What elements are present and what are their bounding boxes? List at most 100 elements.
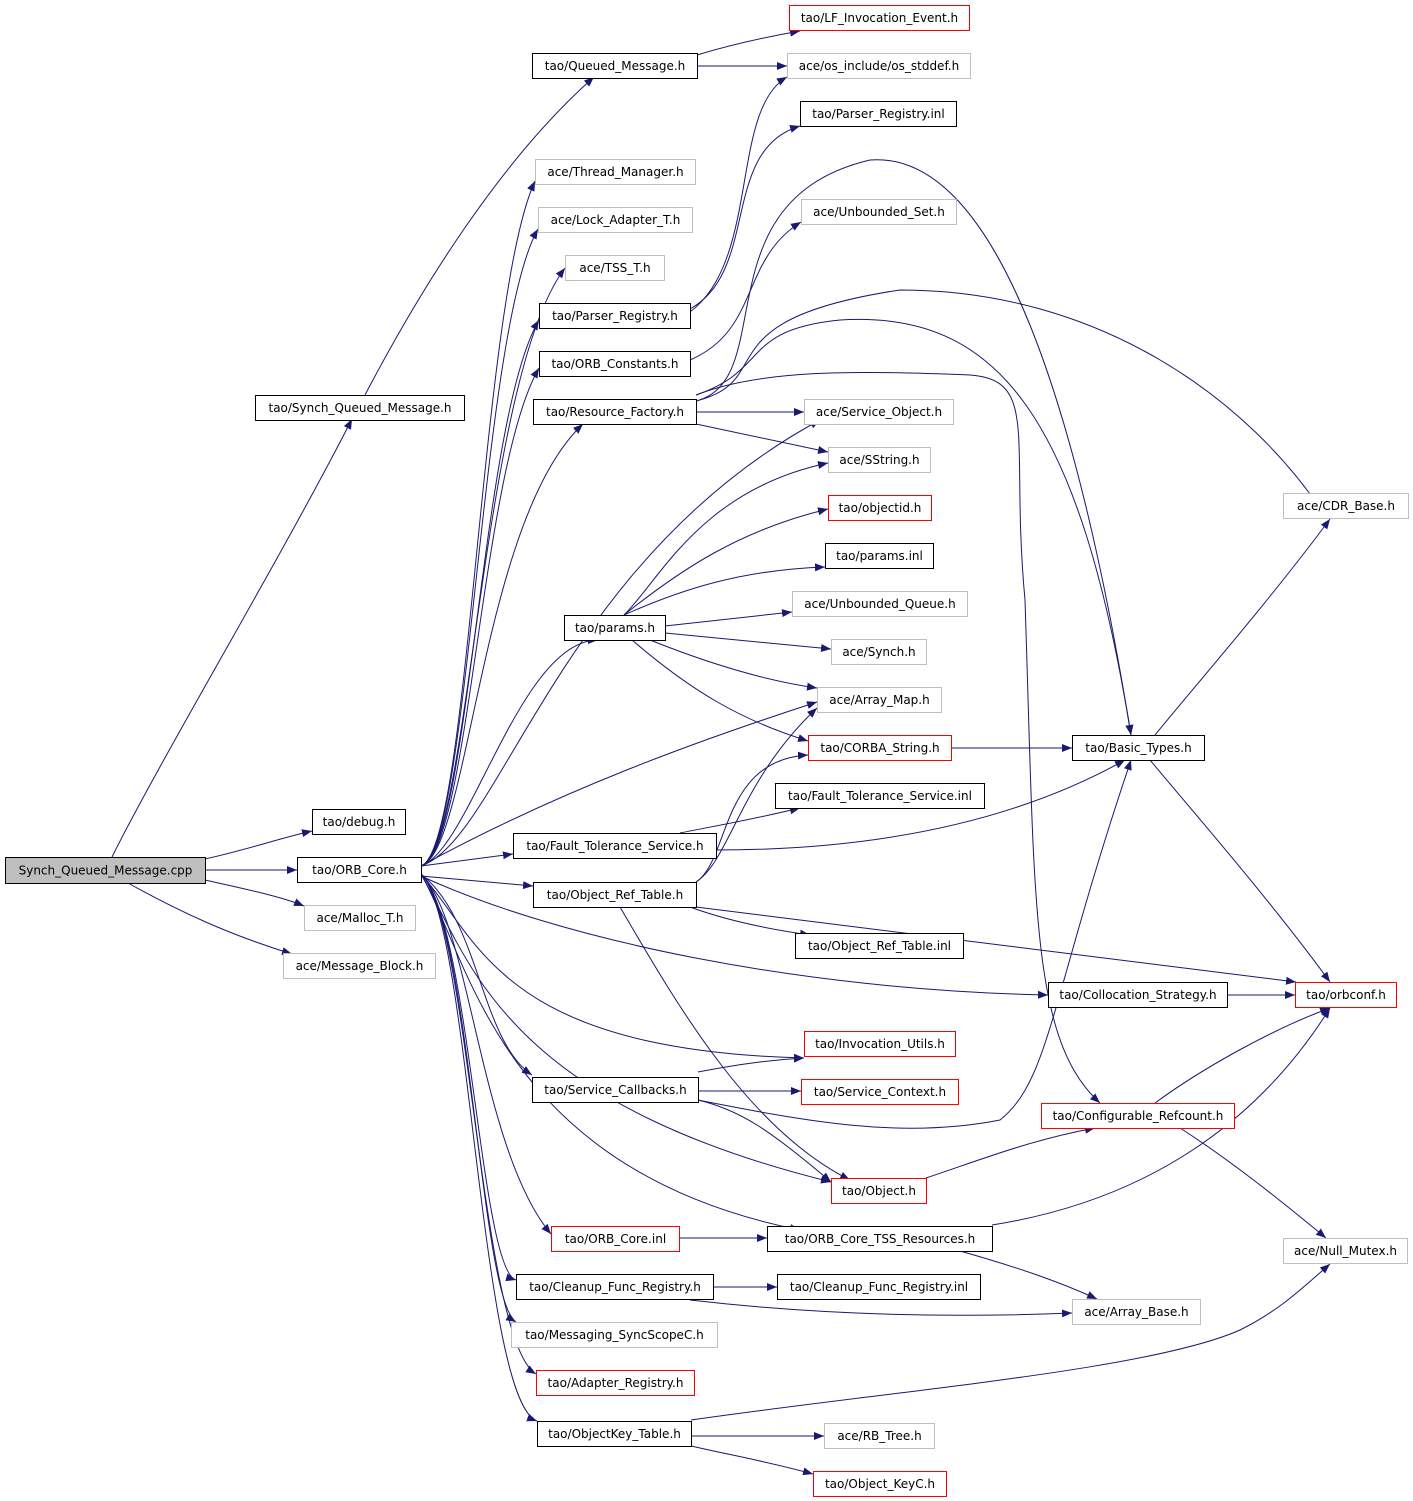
node-label: tao/Resource_Factory.h — [546, 405, 684, 419]
node-box — [792, 591, 968, 617]
node-box — [801, 199, 957, 225]
node-label: ace/Array_Map.h — [829, 693, 929, 707]
node-label: tao/Fault_Tolerance_Service.h — [526, 839, 703, 853]
node-orb-core[interactable]: tao/ORB_Core.h — [297, 857, 422, 883]
node-object-keyc[interactable]: tao/Object_KeyC.h — [813, 1471, 947, 1497]
nodes-layer: Synch_Queued_Message.cpp tao/Synch_Queued… — [5, 5, 1409, 1497]
node-box — [536, 1370, 695, 1396]
node-svc-callbacks[interactable]: tao/Service_Callbacks.h — [532, 1077, 699, 1103]
node-inv-utils[interactable]: tao/Invocation_Utils.h — [804, 1031, 956, 1057]
node-orbconf[interactable]: tao/orbconf.h — [1295, 982, 1397, 1008]
node-label: tao/Synch_Queued_Message.h — [268, 401, 451, 415]
node-res-factory[interactable]: tao/Resource_Factory.h — [533, 399, 697, 425]
node-tss-t: ace/TSS_T.h — [565, 255, 665, 281]
node-label: ace/os_include/os_stddef.h — [799, 59, 959, 73]
node-rb-tree: ace/RB_Tree.h — [824, 1423, 935, 1449]
node-conf-refcount[interactable]: tao/Configurable_Refcount.h — [1041, 1103, 1235, 1129]
dependency-edge-26 — [420, 873, 538, 1422]
dependency-edge-34 — [695, 289, 1327, 518]
node-obj-ref-inl[interactable]: tao/Object_Ref_Table.inl — [795, 933, 964, 959]
node-label: tao/ORB_Core.inl — [565, 1232, 666, 1246]
dependency-edge-19 — [420, 875, 534, 890]
node-label: tao/Collocation_Strategy.h — [1059, 988, 1216, 1002]
node-cleanup-inl[interactable]: tao/Cleanup_Func_Registry.inl — [777, 1274, 981, 1300]
node-box — [1048, 982, 1228, 1008]
node-label: tao/Messaging_SyncScopeC.h — [525, 1328, 704, 1342]
node-label: tao/Configurable_Refcount.h — [1053, 1109, 1224, 1123]
dependency-edge-45 — [631, 639, 809, 742]
dependency-edge-63 — [925, 1125, 1096, 1179]
dependency-edge-38 — [695, 318, 1134, 736]
node-params-inl[interactable]: tao/params.inl — [825, 543, 934, 569]
node-ft-service[interactable]: tao/Fault_Tolerance_Service.h — [513, 833, 717, 859]
dependency-edge-20 — [420, 875, 1049, 999]
node-adapter-reg[interactable]: tao/Adapter_Registry.h — [536, 1370, 695, 1396]
node-object-h[interactable]: tao/Object.h — [831, 1178, 927, 1204]
node-box — [538, 207, 693, 233]
node-label: tao/Service_Context.h — [814, 1085, 946, 1099]
node-basic-types[interactable]: tao/Basic_Types.h — [1072, 735, 1205, 761]
node-box — [551, 1226, 680, 1252]
node-svc-context[interactable]: tao/Service_Context.h — [801, 1079, 959, 1105]
node-box — [283, 953, 436, 979]
node-label: tao/orbconf.h — [1306, 988, 1386, 1002]
dependency-edge-42 — [664, 609, 793, 627]
node-svc-object: ace/Service_Object.h — [804, 399, 954, 425]
node-box — [539, 351, 691, 377]
node-unbounded-set: ace/Unbounded_Set.h — [801, 199, 957, 225]
node-label: tao/Cleanup_Func_Registry.inl — [790, 1280, 968, 1294]
node-box — [312, 809, 406, 835]
node-label: tao/Parser_Registry.h — [552, 309, 678, 323]
node-box — [1072, 735, 1205, 761]
node-box — [828, 447, 931, 473]
node-cleanup-reg[interactable]: tao/Cleanup_Func_Registry.h — [516, 1274, 714, 1300]
node-colloc[interactable]: tao/Collocation_Strategy.h — [1048, 982, 1228, 1008]
node-box — [532, 1077, 699, 1103]
dependency-edge-49 — [679, 806, 801, 834]
node-orb-const[interactable]: tao/ORB_Constants.h — [539, 351, 691, 377]
node-box — [255, 395, 465, 421]
dependency-edge-68 — [689, 1299, 1073, 1318]
dependency-edge-39 — [623, 461, 829, 616]
node-tss-res[interactable]: tao/ORB_Core_TSS_Resources.h — [767, 1226, 993, 1252]
edges-layer — [111, 28, 1331, 1476]
dependency-edge-9 — [420, 180, 536, 867]
node-label: ace/CDR_Base.h — [1297, 499, 1395, 513]
node-parser-inl[interactable]: tao/Parser_Registry.inl — [800, 101, 957, 127]
node-box — [1283, 493, 1409, 519]
dependency-edge-7 — [204, 879, 305, 907]
node-parser-reg[interactable]: tao/Parser_Registry.h — [539, 303, 691, 329]
node-objkey-table[interactable]: tao/ObjectKey_Table.h — [537, 1421, 692, 1447]
node-corba-string[interactable]: tao/CORBA_String.h — [808, 735, 952, 761]
node-label: ace/RB_Tree.h — [837, 1429, 921, 1443]
node-label: tao/Cleanup_Func_Registry.h — [529, 1280, 701, 1294]
node-box — [537, 1421, 692, 1447]
node-box — [828, 495, 932, 521]
node-params-h[interactable]: tao/params.h — [564, 615, 666, 641]
node-box — [297, 857, 422, 883]
node-lf-inv[interactable]: tao/LF_Invocation_Event.h — [789, 5, 970, 31]
node-label: ace/Lock_Adapter_T.h — [551, 213, 681, 227]
dependency-edge-69 — [690, 1263, 1331, 1421]
node-unbounded-q: ace/Unbounded_Queue.h — [792, 591, 968, 617]
node-queued-msg[interactable]: tao/Queued_Message.h — [532, 53, 698, 79]
node-synch-qm-h[interactable]: tao/Synch_Queued_Message.h — [255, 395, 465, 421]
node-orb-core-inl[interactable]: tao/ORB_Core.inl — [551, 1226, 680, 1252]
dependency-edge-41 — [623, 563, 826, 616]
dependency-edge-31 — [689, 76, 788, 313]
node-obj-ref-table[interactable]: tao/Object_Ref_Table.h — [533, 882, 697, 908]
node-box — [1283, 1238, 1408, 1264]
node-malloc-t: ace/Malloc_T.h — [304, 905, 416, 931]
node-objectid[interactable]: tao/objectid.h — [828, 495, 932, 521]
node-ft-service-inl[interactable]: tao/Fault_Tolerance_Service.inl — [775, 783, 985, 809]
dependency-edge-27 — [420, 873, 805, 1062]
node-box — [775, 783, 985, 809]
node-synch-h: ace/Synch.h — [831, 639, 927, 665]
node-label: tao/LF_Invocation_Event.h — [801, 11, 958, 25]
node-box — [516, 1274, 714, 1300]
node-root[interactable]: Synch_Queued_Message.cpp — [5, 857, 206, 884]
dependency-edge-2 — [364, 76, 595, 396]
dependency-edge-12 — [420, 319, 540, 867]
node-debug-h[interactable]: tao/debug.h — [312, 809, 406, 835]
